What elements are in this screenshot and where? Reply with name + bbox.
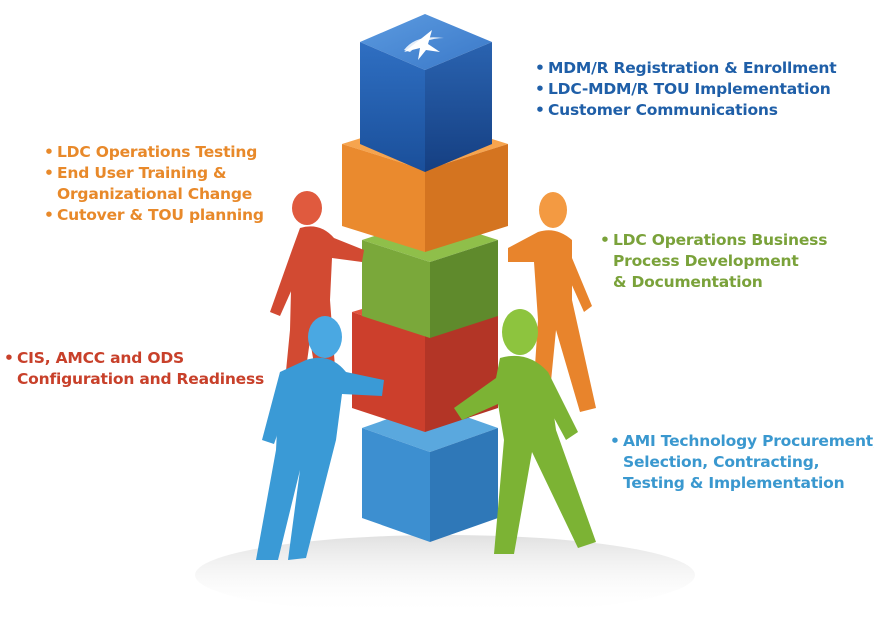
callout-item: MDM/R Registration & Enrollment xyxy=(535,58,837,79)
green-figure xyxy=(454,309,596,554)
callout-cis-amcc-ods: CIS, AMCC and ODS Configuration and Read… xyxy=(4,348,264,390)
callout-line: Process Development xyxy=(613,252,799,270)
callout-item: Cutover & TOU planning xyxy=(44,205,264,226)
callout-line: & Documentation xyxy=(613,273,763,291)
callout-line: Configuration and Readiness xyxy=(17,370,265,388)
callout-line: LDC Operations Testing xyxy=(57,143,258,161)
callout-line: CIS, AMCC and ODS xyxy=(17,349,184,367)
orange-figure xyxy=(508,192,596,412)
floor-shadow xyxy=(195,535,695,615)
callout-mdmr: MDM/R Registration & Enrollment LDC-MDM/… xyxy=(535,58,837,121)
callout-line: Cutover & TOU planning xyxy=(57,206,264,224)
star-swoosh-logo-icon xyxy=(404,30,444,60)
callout-item: LDC Operations Business Process Developm… xyxy=(600,230,827,293)
callout-ldc-operations: LDC Operations Testing End User Training… xyxy=(44,142,264,226)
callout-line: Selection, Contracting, xyxy=(623,453,820,471)
callout-item: Customer Communications xyxy=(535,100,836,121)
callout-business-process: LDC Operations Business Process Developm… xyxy=(600,230,827,293)
callout-item: LDC-MDM/R TOU Implementation xyxy=(535,79,836,100)
callout-line: AMI Technology Procurement, xyxy=(623,432,874,450)
callout-item: CIS, AMCC and ODS Configuration and Read… xyxy=(4,348,264,390)
callout-line: Testing & Implementation xyxy=(623,474,845,492)
callout-line: Organizational Change xyxy=(57,185,253,203)
callout-line: End User Training & xyxy=(57,164,227,182)
blue-figure xyxy=(256,316,384,560)
callout-item: AMI Technology Procurement, Selection, C… xyxy=(610,431,874,494)
callout-item: LDC Operations Testing xyxy=(44,142,264,163)
callout-item: End User Training & Organizational Change xyxy=(44,163,264,205)
callout-line: LDC Operations Business xyxy=(613,231,828,249)
callout-ami-technology: AMI Technology Procurement, Selection, C… xyxy=(610,431,874,494)
